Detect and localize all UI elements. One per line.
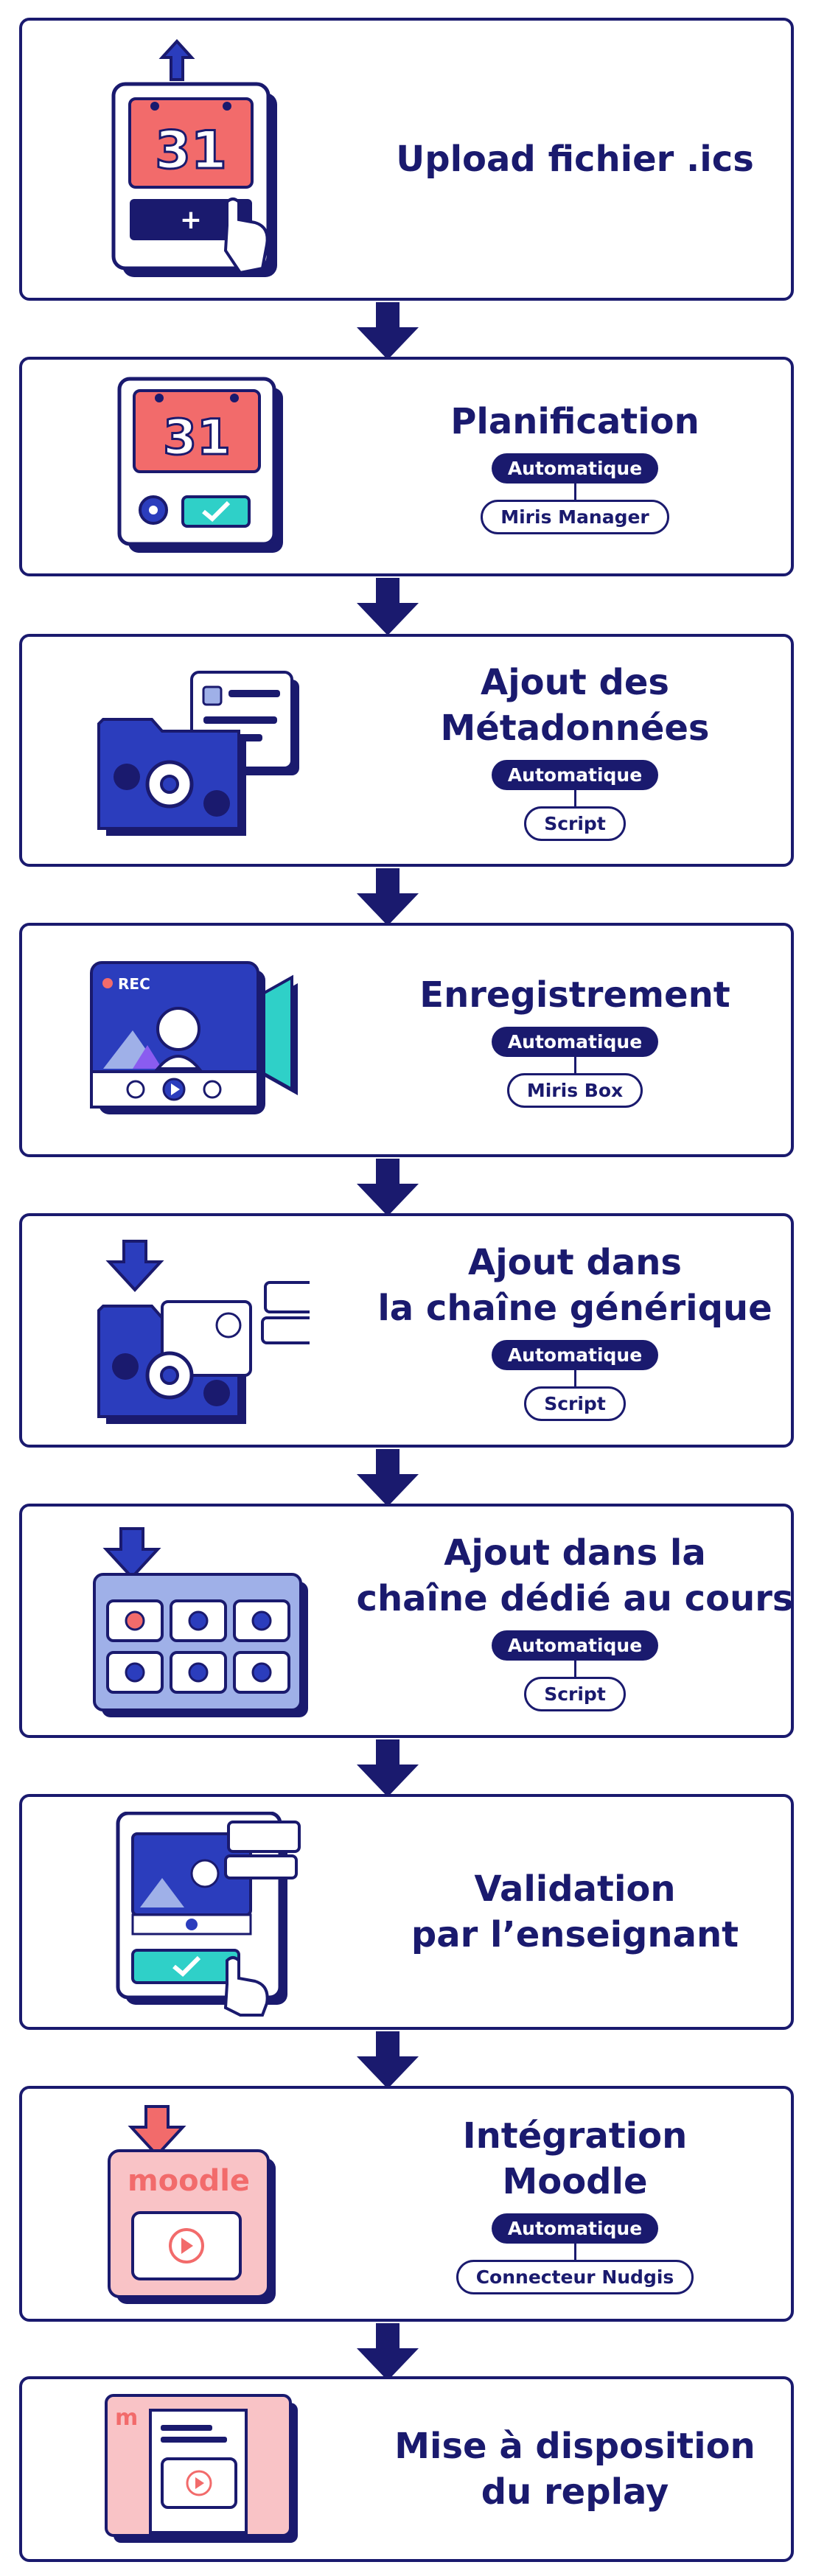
teacher-validation-illustration <box>116 1812 301 2017</box>
step-planification: 31 Planification Automatique Miris Manag… <box>19 357 794 576</box>
down-arrow-icon <box>357 1739 419 1797</box>
connector-line <box>573 790 576 806</box>
video-camera-illustration: REC <box>90 961 298 1114</box>
video-grid-illustration <box>93 1527 308 1717</box>
down-arrow-icon <box>357 868 419 926</box>
step-replay: m Mise à disposition du replay <box>19 2376 794 2562</box>
step-title: Ajout dans la chaîne dédié au cours <box>356 1532 794 1619</box>
step-title: Ajout dans la chaîne générique <box>377 1242 772 1329</box>
mode-badge: Automatique <box>491 1630 659 1661</box>
connector-line <box>573 2244 576 2260</box>
step-title: Upload fichier .ics <box>396 139 754 180</box>
step-moodle: moodle Intégration Moodle Automatique Co… <box>19 2086 794 2322</box>
step-title: Ajout des Métadonnées <box>440 662 710 749</box>
calendar-check-illustration: 31 <box>117 377 283 553</box>
down-arrow-icon <box>357 578 419 635</box>
down-arrow-icon <box>357 1159 419 1216</box>
mode-badge: Automatique <box>491 1027 659 1057</box>
connector-line <box>573 1057 576 1073</box>
tool-pill: Script <box>524 1386 626 1421</box>
tool-pill: Miris Manager <box>481 500 669 534</box>
down-arrow-icon <box>357 2323 419 2381</box>
step-validation: Validation par l’enseignant <box>19 1794 794 2030</box>
moodle-logo: m <box>115 2405 138 2431</box>
step-metadata: Ajout des Métadonnées Automatique Script <box>19 634 794 867</box>
down-arrow-icon <box>357 302 419 360</box>
mode-badge: Automatique <box>491 1340 659 1370</box>
folder-gears-illustration <box>97 671 299 836</box>
calendar-upload-illustration: 31 + <box>111 39 277 277</box>
step-title: Intégration Moodle <box>462 2115 688 2202</box>
moodle-logo: moodle <box>128 2164 250 2198</box>
down-arrow-icon <box>357 1449 419 1507</box>
step-title: Enregistrement <box>419 974 730 1016</box>
svg-text:+: + <box>180 205 202 235</box>
tool-pill: Script <box>524 806 626 841</box>
moodle-integration-illustration: moodle <box>108 2105 276 2304</box>
mode-badge: Automatique <box>491 2213 659 2244</box>
calendar-day: 31 <box>163 409 231 466</box>
step-course-channel: Ajout dans la chaîne dédié au cours Auto… <box>19 1504 794 1738</box>
tool-pill: Miris Box <box>506 1073 643 1108</box>
calendar-day: 31 <box>155 120 226 181</box>
folder-video-illustration <box>97 1240 310 1424</box>
tool-pill: Connecteur Nudgis <box>456 2260 694 2294</box>
step-title: Validation par l’enseignant <box>411 1868 739 1955</box>
connector-line <box>573 484 576 500</box>
step-recording: REC Enregistrement Automatique Miris Box <box>19 923 794 1157</box>
tool-pill: Script <box>524 1677 626 1711</box>
replay-illustration: m <box>105 2394 298 2543</box>
connector-line <box>573 1370 576 1386</box>
step-title: Planification <box>450 401 699 442</box>
step-upload: 31 + Upload fichier .ics <box>19 18 794 301</box>
rec-label: REC <box>118 975 150 993</box>
step-generic-channel: Ajout dans la chaîne générique Automatiq… <box>19 1213 794 1448</box>
mode-badge: Automatique <box>491 760 659 790</box>
down-arrow-icon <box>357 2031 419 2089</box>
step-title: Mise à disposition du replay <box>394 2426 756 2513</box>
mode-badge: Automatique <box>491 453 659 484</box>
connector-line <box>573 1661 576 1677</box>
